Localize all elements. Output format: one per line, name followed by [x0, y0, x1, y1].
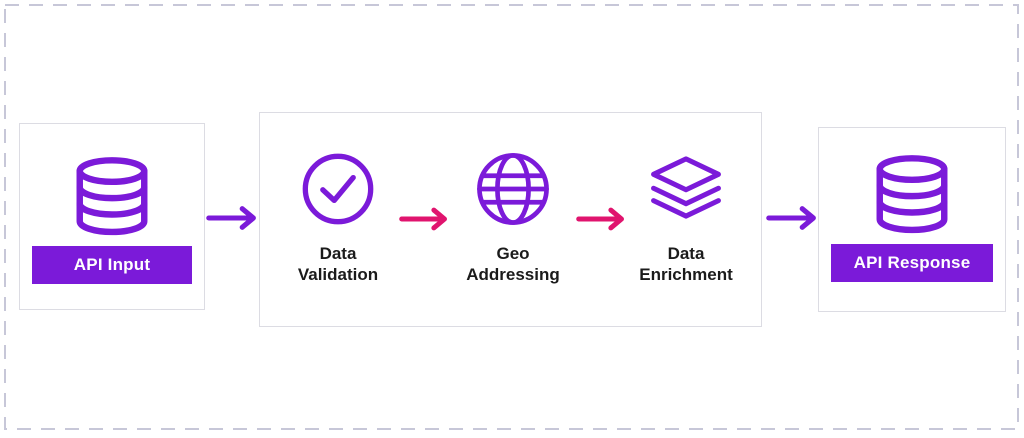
database-icon — [76, 157, 148, 236]
arrow-right-icon — [399, 205, 449, 233]
arrow-right-icon — [206, 204, 258, 232]
arrow-right-icon — [766, 204, 818, 232]
step-geo-addressing: Geo Addressing — [443, 149, 583, 285]
step-label-line2: Enrichment — [639, 265, 733, 284]
api-response-node: API Response — [818, 127, 1006, 312]
globe-icon — [474, 149, 552, 229]
check-circle-icon — [300, 149, 376, 229]
step-data-validation: Data Validation — [268, 149, 408, 285]
step-label-line2: Addressing — [466, 265, 560, 284]
step-label: Data Enrichment — [639, 243, 733, 285]
api-input-node: API Input — [19, 123, 205, 310]
step-label-line2: Validation — [297, 265, 379, 284]
layers-icon — [647, 149, 725, 229]
step-label-line1: Data — [667, 244, 705, 263]
api-response-label: API Response — [831, 244, 993, 282]
step-label: Geo Addressing — [466, 243, 560, 285]
step-label-line1: Data — [319, 244, 357, 263]
database-icon — [876, 155, 948, 234]
api-input-label: API Input — [32, 246, 192, 284]
step-data-enrichment: Data Enrichment — [616, 149, 756, 285]
step-label: Data Validation — [298, 243, 378, 285]
step-label-line1: Geo — [496, 244, 530, 263]
arrow-right-icon — [576, 205, 626, 233]
process-box: Data Validation Geo A — [259, 112, 762, 327]
